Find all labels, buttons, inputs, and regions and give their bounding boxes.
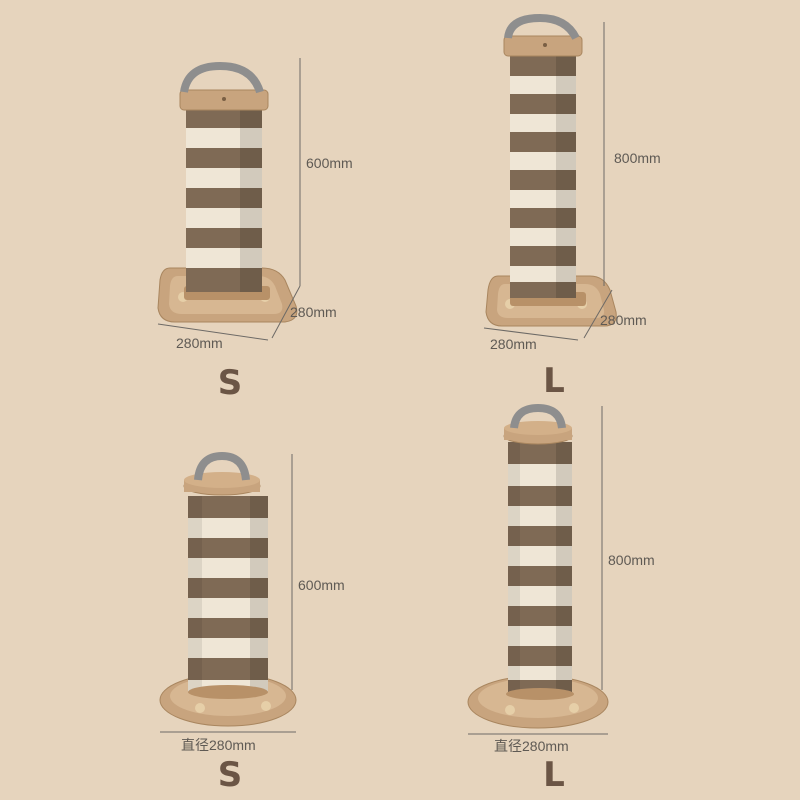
strap-handle	[504, 13, 580, 40]
width-label: 280mm	[176, 335, 223, 351]
size-label: L	[543, 361, 565, 401]
width-dimension-line	[157, 323, 269, 341]
depth-dimension-line	[583, 289, 613, 339]
wheel-icon	[261, 701, 271, 711]
size-label: S	[217, 363, 243, 403]
size-label: L	[543, 755, 565, 795]
strap-handle	[194, 451, 250, 481]
depth-label: 280mm	[290, 304, 337, 320]
depth-label: 280mm	[600, 312, 647, 328]
width-label: 280mm	[490, 336, 537, 352]
width-dimension-line	[483, 327, 579, 341]
depth-dimension-line	[271, 285, 301, 339]
wheel-icon	[505, 705, 515, 715]
strap-handle	[510, 403, 566, 429]
height-label: 600mm	[306, 155, 353, 171]
height-label: 800mm	[608, 552, 655, 568]
height-label: 600mm	[298, 577, 345, 593]
wheel-icon	[569, 703, 579, 713]
diameter-label: 直径280mm	[494, 738, 569, 754]
size-label: S	[217, 755, 243, 795]
diameter-label: 直径280mm	[181, 737, 256, 753]
strap-handle	[180, 61, 264, 94]
wheel-icon	[195, 703, 205, 713]
height-label: 800mm	[614, 150, 661, 166]
